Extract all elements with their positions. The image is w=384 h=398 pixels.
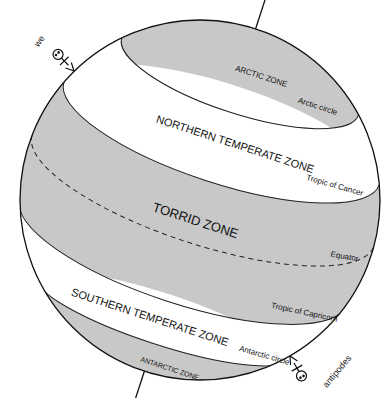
figure-label: we — [33, 34, 47, 49]
figure-label: antipodes — [322, 354, 354, 390]
figure-label: we — [28, 31, 48, 50]
person-figure — [50, 47, 78, 75]
figure-label: antipodes — [317, 350, 354, 390]
person-figure — [285, 353, 309, 383]
